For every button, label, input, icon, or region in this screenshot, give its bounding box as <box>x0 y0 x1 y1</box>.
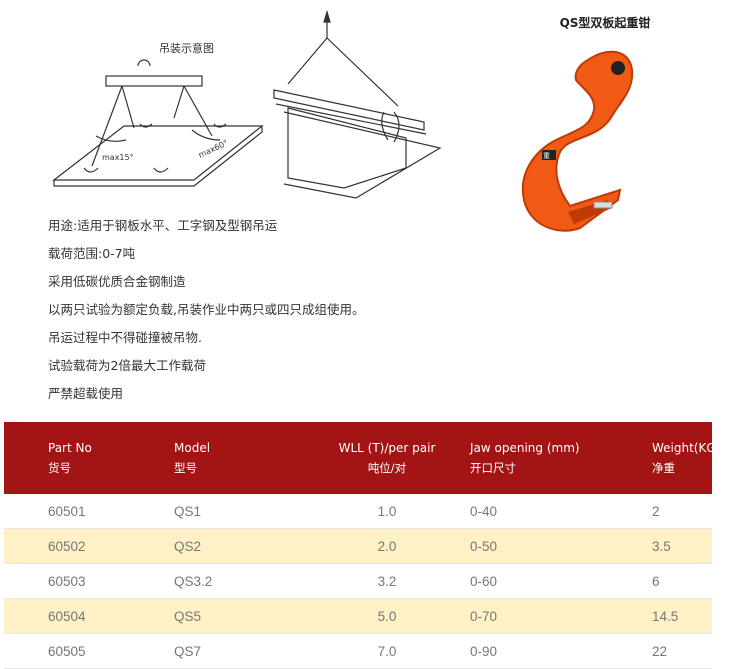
diagram-label: 吊装示意图 <box>159 41 214 55</box>
cell-part-no: 60503 <box>4 563 164 599</box>
plate-clamp-image: 重 <box>521 50 634 232</box>
cell-jaw-opening: 0-90 <box>462 633 622 669</box>
cell-model: QS7 <box>164 633 312 669</box>
cell-weight: 2 <box>622 494 712 529</box>
cell-wll: 7.0 <box>312 633 462 669</box>
cell-part-no: 60501 <box>4 494 164 529</box>
cell-jaw-opening: 0-60 <box>462 563 622 599</box>
ibeam-lift-sketch <box>273 9 442 199</box>
product-title: QS型双板起重钳 <box>559 16 651 30</box>
spec-load-range: 载荷范围:0-7吨 <box>48 246 136 261</box>
cell-model: QS5 <box>164 598 312 634</box>
cell-weight: 14.5 <box>622 598 712 634</box>
lifting-diagram: 吊装示意图 max15° max60° <box>52 9 442 199</box>
spec-no-overload: 严禁超载使用 <box>48 386 124 401</box>
cell-jaw-opening: 0-40 <box>462 494 622 529</box>
spec-no-collision: 吊运过程中不得碰撞被吊物. <box>48 330 202 345</box>
cell-part-no: 60505 <box>4 633 164 669</box>
cell-wll: 1.0 <box>312 494 462 529</box>
cell-jaw-opening: 0-70 <box>462 598 622 634</box>
spec-usage: 用途:适用于钢板水平、工字钢及型钢吊运 <box>48 218 278 233</box>
horizontal-lift-sketch <box>52 59 264 187</box>
cell-jaw-opening: 0-50 <box>462 528 622 564</box>
angle-label-b: max60° <box>197 138 229 160</box>
brand-mark: 重 <box>543 152 550 160</box>
table-row: 60501 QS1 1.0 0-40 2 <box>4 494 712 529</box>
cell-model: QS1 <box>164 494 312 529</box>
cell-part-no: 60502 <box>4 528 164 564</box>
cell-part-no: 60504 <box>4 598 164 634</box>
cell-weight: 3.5 <box>622 528 712 564</box>
table-row: 60502 QS2 2.0 0-50 3.5 <box>4 528 712 564</box>
cell-wll: 3.2 <box>312 563 462 599</box>
table-row: 60504 QS5 5.0 0-70 14.5 <box>4 598 712 634</box>
cell-wll: 5.0 <box>312 598 462 634</box>
spec-pair-usage: 以两只试验为额定负载,吊装作业中两只或四只成组使用。 <box>48 302 365 317</box>
cell-model: QS3.2 <box>164 563 312 599</box>
cell-weight: 6 <box>622 563 712 599</box>
angle-label-a: max15° <box>102 153 134 162</box>
col-header-jaw-opening: Jaw opening (mm)开口尺寸 <box>462 422 622 494</box>
spec-list: 用途:适用于钢板水平、工字钢及型钢吊运 载荷范围:0-7吨 采用低碳优质合金钢制… <box>48 212 508 408</box>
table-row: 60503 QS3.2 3.2 0-60 6 <box>4 563 712 599</box>
spec-test-load: 试验载荷为2倍最大工作载荷 <box>48 358 206 373</box>
spec-material: 采用低碳优质合金钢制造 <box>48 274 186 289</box>
cell-weight: 22 <box>622 633 712 669</box>
cell-model: QS2 <box>164 528 312 564</box>
col-header-weight: Weight(KG)净重 <box>622 422 712 494</box>
cell-wll: 2.0 <box>312 528 462 564</box>
table-row: 60505 QS7 7.0 0-90 22 <box>4 633 712 669</box>
